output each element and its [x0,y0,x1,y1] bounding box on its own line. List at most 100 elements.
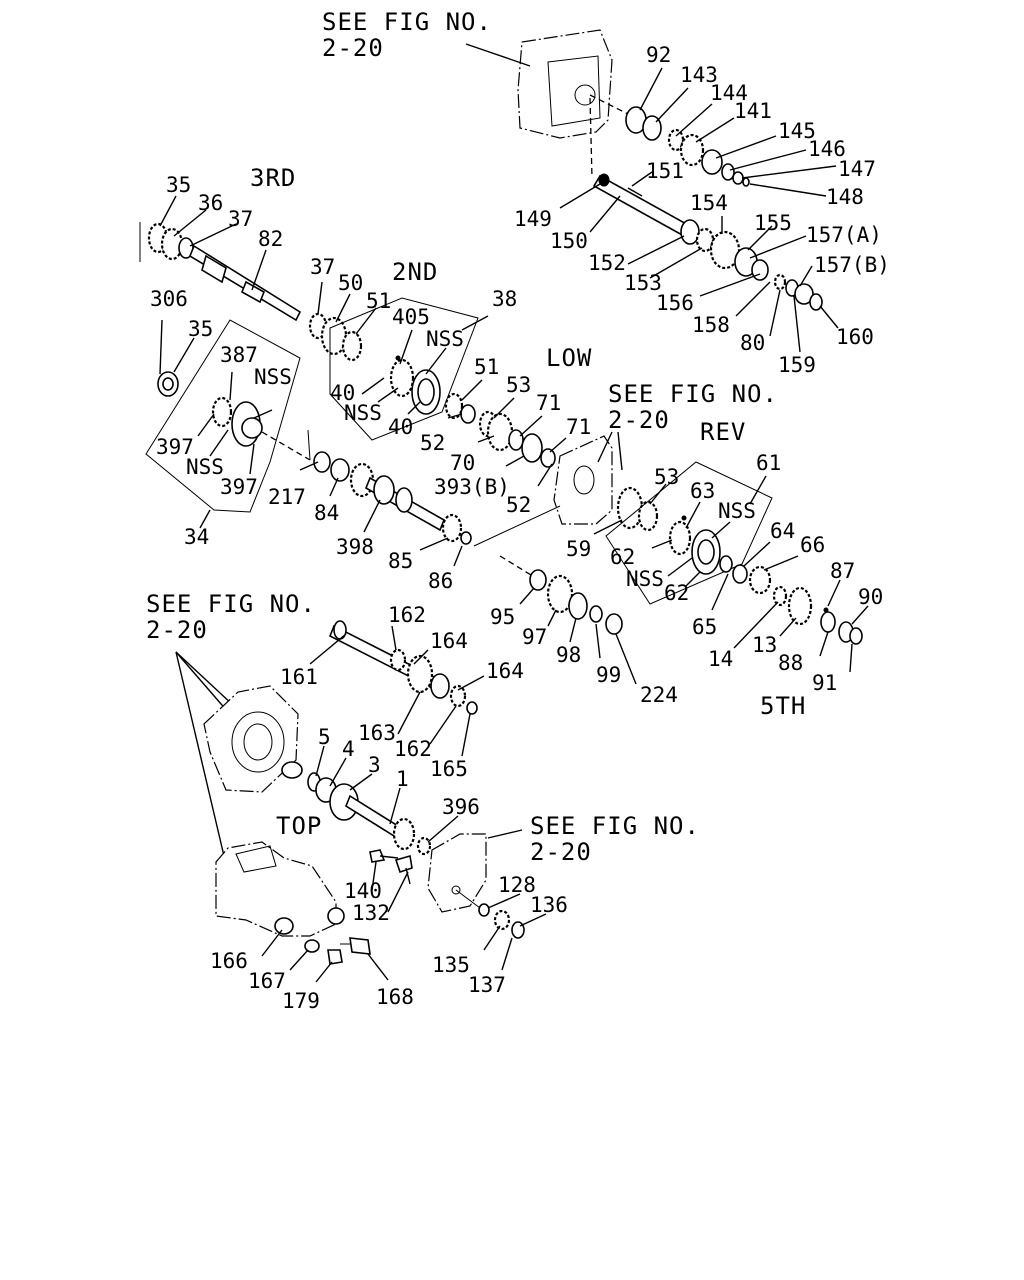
part-80 [773,273,787,291]
label-37a: 37 [228,207,253,231]
part-179 [327,949,343,965]
part-164b [449,684,467,708]
label-34: 34 [184,525,209,549]
label-87: 87 [830,559,855,583]
part-149 [598,173,610,187]
part-147 [732,171,744,185]
label-91: 91 [812,671,837,695]
part-85 [441,513,463,543]
see-fig-left-line1: SEE FIG NO. [146,590,316,618]
label-179: 179 [282,989,320,1013]
part-66 [748,565,772,595]
see-fig-top-line1: SEE FIG NO. [322,8,492,36]
part-396 [416,836,432,856]
label-140: 140 [344,879,382,903]
part-160 [809,293,823,311]
label-132: 132 [352,901,390,925]
label-153: 153 [624,271,662,295]
label-4: 4 [342,737,355,761]
heading-5th: 5TH [760,692,806,720]
see-fig-mid-line1: SEE FIG NO. [608,380,778,408]
part-97 [546,574,574,614]
label-136: 136 [530,893,568,917]
label-397b: 397 [220,475,258,499]
label-84: 84 [314,501,339,525]
part-51b [444,392,464,420]
label-95: 95 [490,605,515,629]
mid-case-plate [553,431,623,525]
label-52a: 52 [420,431,445,455]
part-59 [616,486,644,530]
third-leader-lines [159,195,377,335]
label-36: 36 [198,191,223,215]
label-14: 14 [708,647,733,671]
label-161: 161 [280,665,318,689]
part-95 [529,569,547,591]
second-sync-group [329,297,489,441]
part-84 [330,458,350,482]
label-154: 154 [690,191,728,215]
label-nss5: NSS [718,499,756,523]
label-163: 163 [358,721,396,745]
part-64 [732,564,748,584]
upper-leader-lines [559,67,839,353]
see-fig-bottom-line1: SEE FIG NO. [530,812,700,840]
part-217 [313,451,331,473]
label-405: 405 [392,305,430,329]
low-gear-parts [444,379,567,487]
label-159: 159 [778,353,816,377]
input-shaft-parts [309,620,485,757]
see-fig-top-line2: 2-20 [322,34,384,62]
part-70 [486,412,514,452]
part-154 [709,230,741,270]
label-65: 65 [692,615,717,639]
label-51b: 51 [474,355,499,379]
part-86 [460,531,472,545]
part-65 [719,555,733,573]
label-71a: 71 [536,391,561,415]
label-80: 80 [740,331,765,355]
label-160: 160 [836,325,874,349]
counter-shaft-parts [299,451,561,567]
part-145 [701,149,723,175]
part-128 [478,903,490,917]
label-146: 146 [808,137,846,161]
input-gear-parts [307,745,459,856]
label-137: 137 [468,973,506,997]
part-53b [637,500,659,532]
label-nss6: NSS [626,567,664,591]
third-shaft-parts [139,222,363,362]
heading-low: LOW [546,344,592,372]
part-152 [680,219,700,245]
label-393b: 393(B) [434,475,510,499]
label-90: 90 [858,585,883,609]
label-306: 306 [150,287,188,311]
part-132 [394,854,413,874]
label-150: 150 [550,229,588,253]
label-97: 97 [522,625,547,649]
part-99 [589,605,603,623]
part-151 [627,187,643,197]
part-98 [568,592,588,620]
label-397a: 397 [156,435,194,459]
label-158: 158 [692,313,730,337]
label-nss1: NSS [426,327,464,351]
left-case [175,651,303,857]
label-5: 5 [318,725,331,749]
part-162 [389,648,407,672]
fifth-gear-parts [499,555,869,685]
part-141 [679,133,705,167]
part-135 [493,909,511,931]
part-144 [667,128,685,152]
label-62a: 62 [610,545,635,569]
label-59: 59 [566,537,591,561]
label-98: 98 [556,643,581,667]
top-case-plate [465,29,613,139]
part-51 [341,330,363,362]
label-85: 85 [388,549,413,573]
sync-group-34 [145,319,311,529]
part-13 [787,586,813,626]
label-71b: 71 [566,415,591,439]
label-61: 61 [756,451,781,475]
